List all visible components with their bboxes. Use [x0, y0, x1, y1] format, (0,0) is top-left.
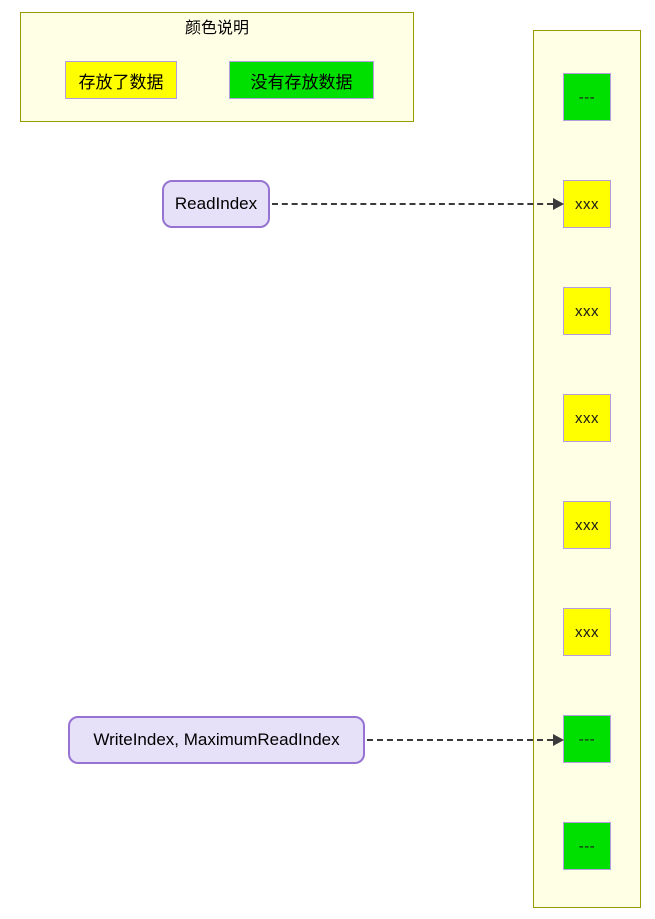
ring-buffer-container: --- xxx xxx xxx xxx xxx --- --- [533, 30, 641, 908]
read-index-label-text: ReadIndex [174, 194, 258, 213]
write-index-label: WriteIndex, MaximumReadIndex [68, 716, 365, 764]
buffer-slot: --- [563, 73, 611, 121]
buffer-slot: xxx [563, 180, 611, 228]
dashed-line [272, 203, 553, 205]
legend-swatch-empty-label: 没有存放数据 [250, 72, 353, 92]
legend-swatch-stored-label: 存放了数据 [78, 72, 164, 92]
legend-swatch-empty: 没有存放数据 [229, 61, 374, 99]
buffer-slot: xxx [563, 501, 611, 549]
write-index-label-text: WriteIndex, MaximumReadIndex [93, 730, 340, 749]
legend-swatch-stored: 存放了数据 [65, 61, 177, 99]
buffer-slot: xxx [563, 287, 611, 335]
buffer-slot: --- [563, 715, 611, 763]
color-legend-panel: 颜色说明 存放了数据 没有存放数据 [20, 12, 414, 122]
buffer-slot: --- [563, 822, 611, 870]
read-index-label: ReadIndex [162, 180, 270, 228]
read-index-arrow [272, 198, 564, 210]
dashed-line [367, 739, 553, 741]
legend-title: 颜色说明 [184, 20, 249, 37]
buffer-slot: xxx [563, 394, 611, 442]
buffer-slot: xxx [563, 608, 611, 656]
